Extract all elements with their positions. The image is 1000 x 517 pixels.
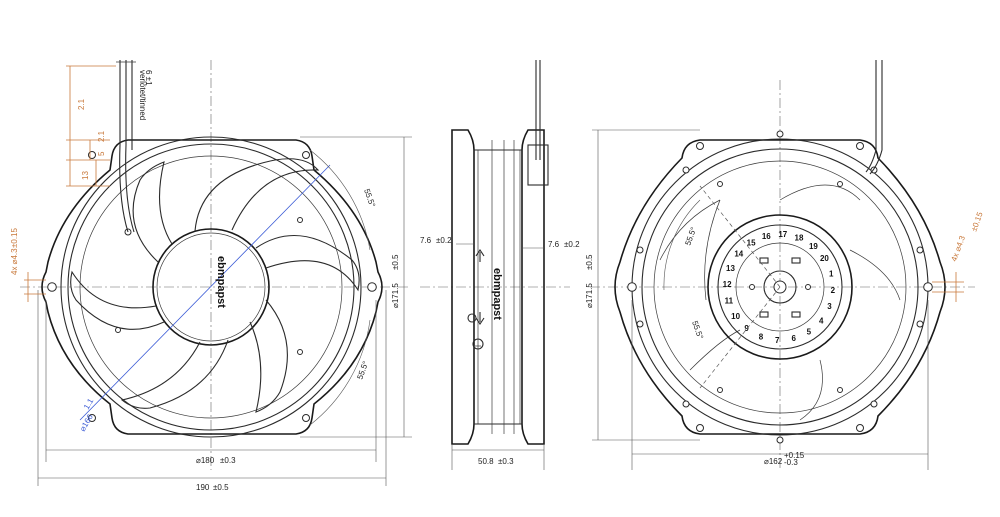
right-angle-lower: 55.5° <box>690 320 705 341</box>
flange-right-label: 7.6 <box>548 240 560 249</box>
right-height-label: ⌀171.5 <box>585 283 594 308</box>
lead-dim-a: 2.1 <box>77 98 86 110</box>
angle-lower-label: 55.5° <box>355 360 370 381</box>
right-bottom-tol-upper: +0.15 <box>784 451 805 460</box>
left-front-view: ⌀166 1.1 ebmpapst ⌀180 ±0.3 190 ±0.5 ⌀17… <box>10 60 412 492</box>
lead-dim-c: 5 <box>97 151 106 156</box>
dial-number: 18 <box>795 234 804 243</box>
side-logo: ebmpapst <box>491 268 503 320</box>
dial-number: 11 <box>725 297 734 306</box>
dial-number: 4 <box>819 316 824 325</box>
overall-width-tol: ±0.5 <box>213 483 229 492</box>
lead-length-label: 6 ±1 <box>144 70 153 86</box>
right-angle-upper: 55.5° <box>683 226 698 247</box>
dial-number: 10 <box>731 312 740 321</box>
side-view: ebmpapst 7.6 ±0.2 7.6 ±0.2 50.8 ±0.3 <box>420 60 580 470</box>
inner-tol-label: 1.1 <box>82 396 96 411</box>
right-bottom-tol-lower: -0.3 <box>784 458 798 467</box>
hub-logo: ebmpapst <box>215 256 227 308</box>
right-bottom-label: ⌀162 <box>764 457 783 466</box>
outer-diameter-label: ⌀180 <box>196 456 215 465</box>
depth-tol: ±0.3 <box>498 457 514 466</box>
lead-dim-b: 2.1 <box>97 130 106 142</box>
dial-number: 13 <box>726 264 735 273</box>
right-mount-holes-tol: ±0.15 <box>969 210 984 232</box>
dial-number: 8 <box>759 333 764 342</box>
lead-note-label: verlötet/tinned <box>138 70 147 120</box>
mount-holes-tol: ±0.15 <box>10 227 19 248</box>
outer-diameter-tol: ±0.3 <box>220 456 236 465</box>
height-label: ⌀171.5 <box>391 283 400 308</box>
dial-number: 14 <box>734 250 743 259</box>
right-height-tol: ±0.5 <box>585 254 594 270</box>
dial-number: 12 <box>723 280 732 289</box>
right-mount-holes-label: 4x ⌀4.3 <box>949 234 967 263</box>
dial-number: 2 <box>831 286 836 295</box>
flange-right-tol: ±0.2 <box>564 240 580 249</box>
mount-holes-label: 4x ⌀4.3 <box>10 248 19 275</box>
dial-number: 20 <box>820 254 829 263</box>
overall-width-label: 190 <box>196 483 210 492</box>
dial-number: 7 <box>775 336 780 345</box>
flange-left-tol: ±0.2 <box>436 236 452 245</box>
dial-number: 16 <box>762 232 771 241</box>
dial-number: 9 <box>744 324 749 333</box>
depth-label: 50.8 <box>478 457 494 466</box>
dial-number: 5 <box>807 327 812 336</box>
angle-upper-label: 55.5° <box>362 188 377 209</box>
dial-number: 15 <box>747 239 756 248</box>
dial-number: 1 <box>829 269 834 278</box>
flange-left-label: 7.6 <box>420 236 432 245</box>
dial-number: 17 <box>778 230 787 239</box>
dial-number: 19 <box>809 242 818 251</box>
height-tol: ±0.5 <box>391 254 400 270</box>
lead-dim-d: 13 <box>81 171 90 180</box>
dial-number: 6 <box>791 334 796 343</box>
dial-number: 3 <box>827 302 832 311</box>
